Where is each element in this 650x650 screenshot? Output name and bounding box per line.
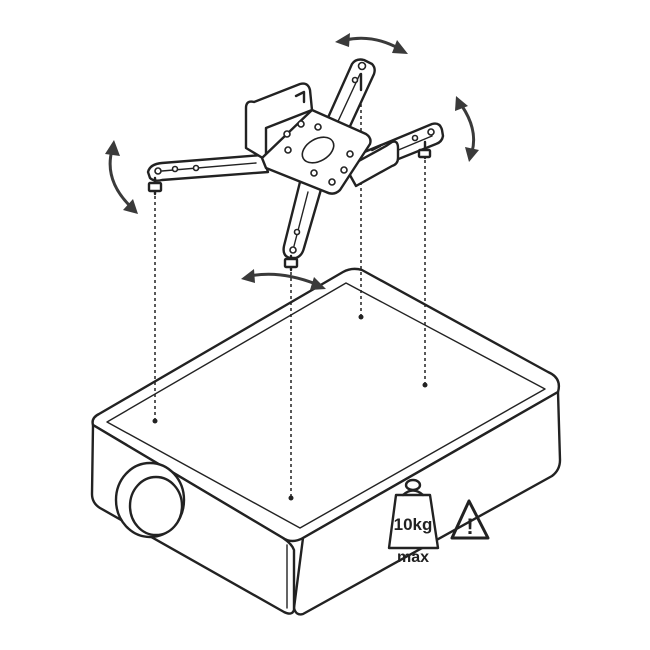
bracket-arm-left [146,153,270,196]
bracket-right-wall [344,140,400,188]
mount-point-4 [422,382,428,388]
projector-lens [114,461,186,539]
mounting-bracket [146,58,445,272]
rotation-arrow-icon [335,33,408,54]
bracket-center-hole [301,136,335,164]
projector-top-rim [106,282,546,529]
bracket-left-wall [244,82,314,162]
rotation-arrow-icon [455,96,479,162]
bracket-right-slot [370,144,382,152]
rotation-arrow-icon [241,269,326,290]
warning-icon: ! [450,499,490,540]
rotation-arrows [105,33,479,290]
rotation-arrow-icon [105,140,138,214]
alignment-lines [152,92,428,501]
weight-unit: max [397,549,429,566]
bracket-left-slot [294,90,306,104]
warning-symbol: ! [466,514,473,539]
mount-point-3 [358,314,364,320]
weight-icon: 10kg max [387,478,440,566]
projector [90,267,562,616]
bracket-arm-lower [282,180,324,272]
weight-value: 10kg [394,515,433,534]
projector-top-face [91,267,561,543]
mount-point-2 [288,495,294,501]
mount-point-1 [152,418,158,424]
